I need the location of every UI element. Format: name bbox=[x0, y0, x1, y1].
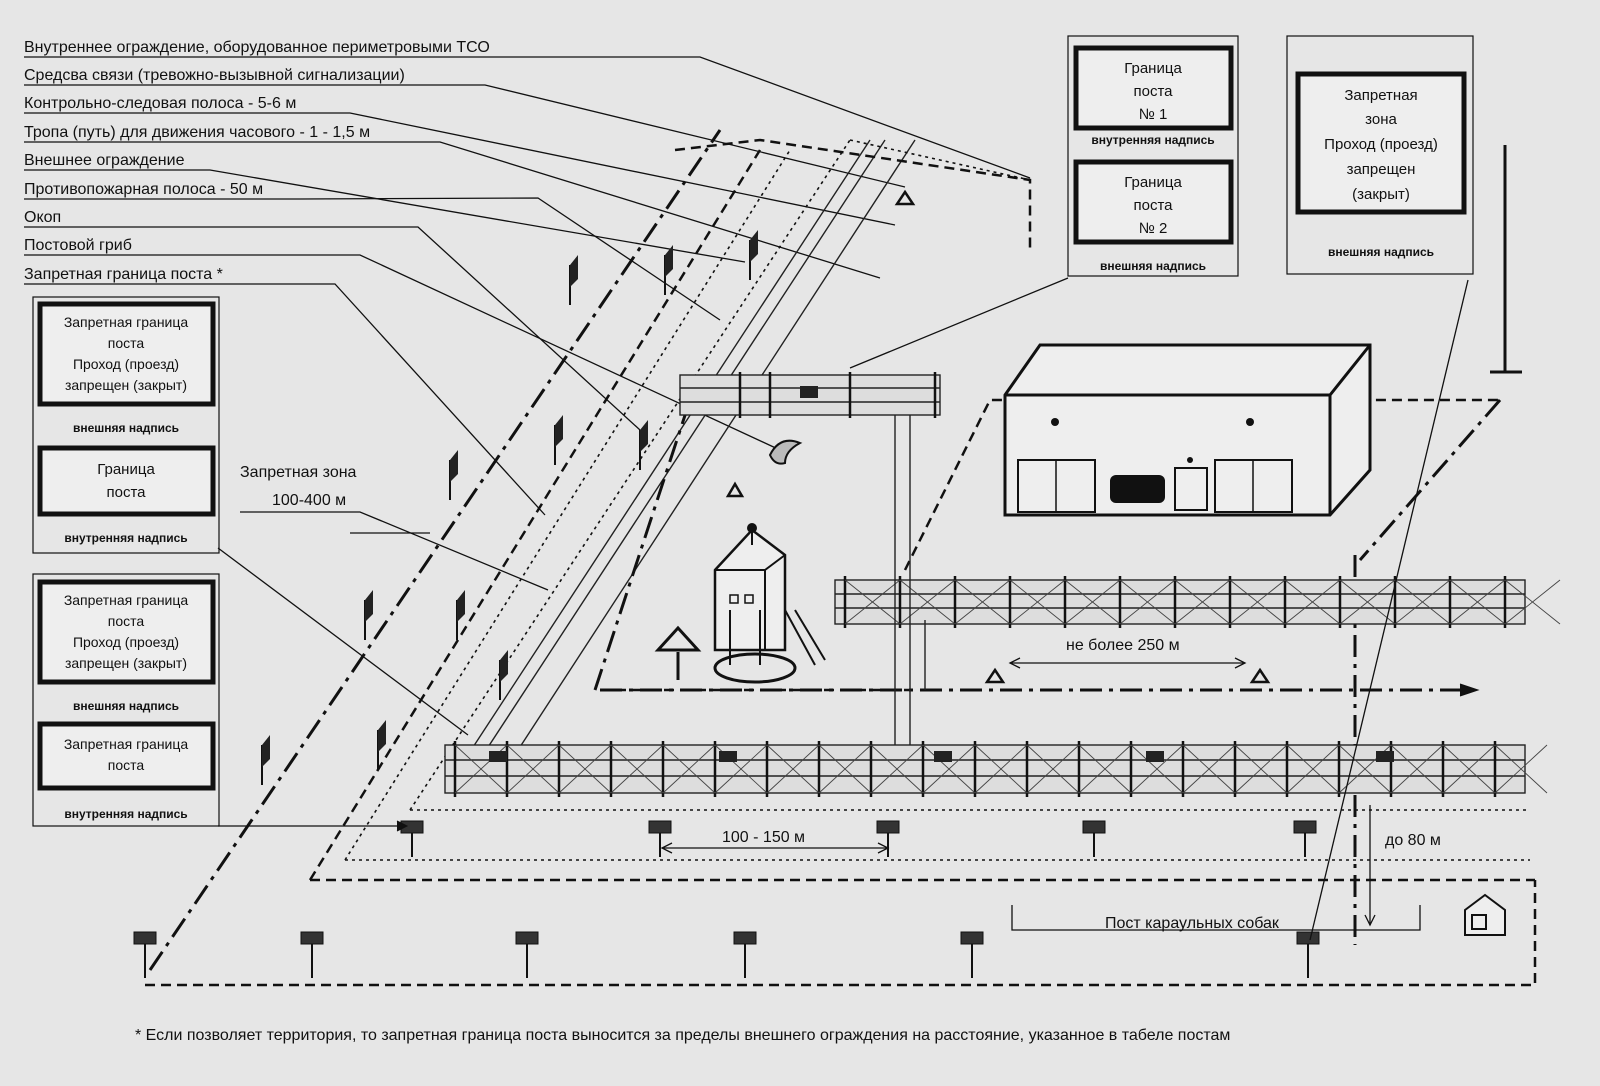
label-sentry-path: Тропа (путь) для движения часового - 1 -… bbox=[24, 124, 370, 141]
leader-labels: Внутреннее ограждение, оборудованное пер… bbox=[24, 39, 490, 283]
pennant-flag bbox=[570, 255, 578, 287]
sign-left1-line3: Проход (проезд) bbox=[73, 356, 179, 372]
dim-max250: не более 250 м bbox=[1066, 637, 1180, 654]
dim-up-to80: до 80 м bbox=[1385, 832, 1441, 849]
fence-sensor bbox=[1146, 751, 1164, 762]
warning-triangle-icon bbox=[654, 625, 702, 680]
pennant-flag bbox=[450, 450, 458, 482]
sign-group-left-2: Запретная граница поста Проход (проезд) … bbox=[32, 573, 220, 827]
sign-left3-line4: запрещен (закрыт) bbox=[65, 655, 187, 671]
antenna-mast-icon bbox=[1490, 145, 1522, 374]
pennant-flag bbox=[457, 590, 465, 622]
plate-sign bbox=[733, 931, 757, 945]
sign-post2-line3: № 2 bbox=[1139, 220, 1168, 237]
fence-top bbox=[679, 372, 941, 418]
small-triangle-markers bbox=[725, 189, 1271, 684]
plate-sign bbox=[960, 931, 984, 945]
fence-middle bbox=[834, 576, 1561, 628]
sign-post1-caption: внутренняя надпись bbox=[1091, 133, 1214, 147]
sign-zone-line3: Проход (проезд) bbox=[1324, 136, 1438, 153]
fence-sensor bbox=[719, 751, 737, 762]
sign-post1-line1: Граница bbox=[1124, 60, 1182, 77]
plate-sign bbox=[648, 820, 672, 834]
dim-zone-line1: Запретная зона bbox=[240, 464, 357, 481]
leader-lines bbox=[24, 56, 1031, 516]
sign-left1-line1: Запретная граница bbox=[64, 314, 189, 330]
dim-range100-150: 100 - 150 м bbox=[722, 829, 805, 846]
sign-left1-line2: поста bbox=[108, 335, 145, 351]
perimeter-lines bbox=[145, 129, 1537, 987]
sign-left4-line2: поста bbox=[108, 757, 145, 773]
sign-post1-line3: № 1 bbox=[1139, 106, 1168, 123]
sign-group-left-1: Запретная граница поста Проход (проезд) … bbox=[32, 296, 220, 554]
label-post-mushroom: Постовой гриб bbox=[24, 237, 132, 254]
plate-sign bbox=[300, 931, 324, 945]
pennant-flag bbox=[750, 230, 758, 262]
label-communication: Средсва связи (тревожно-вызывной сигнали… bbox=[24, 67, 405, 84]
dim-zone-line2: 100-400 м bbox=[272, 492, 346, 509]
label-forbidden-border: Запретная граница поста * bbox=[24, 266, 223, 283]
sign-left2-line2: поста bbox=[106, 484, 146, 501]
sign-group-top-middle: Граница поста № 1 внутренняя надпись Гра… bbox=[1067, 35, 1239, 277]
plate-sign bbox=[133, 931, 157, 945]
pennant-flag bbox=[665, 245, 673, 277]
sign-left3-line2: поста bbox=[108, 613, 145, 629]
label-fire-strip: Противопожарная полоса - 50 м bbox=[24, 181, 263, 198]
sign-post2-caption: внешняя надпись bbox=[1100, 259, 1206, 273]
fence-bottom bbox=[444, 741, 1548, 797]
fence-sensor bbox=[489, 751, 507, 762]
sign-post2-line2: поста bbox=[1133, 197, 1173, 214]
label-inner-fence: Внутреннее ограждение, оборудованное пер… bbox=[24, 39, 490, 56]
sign-left3-caption: внешняя надпись bbox=[73, 699, 179, 713]
label-outer-fence: Внешнее ограждение bbox=[24, 152, 185, 169]
plate-sign bbox=[1296, 931, 1320, 945]
guarded-building bbox=[1003, 343, 1372, 517]
sign-zone-line4: запрещен bbox=[1347, 161, 1416, 178]
label-control-strip: Контрольно-следовая полоса - 5-6 м bbox=[24, 95, 296, 112]
sign-post1-line2: поста bbox=[1133, 83, 1173, 100]
sign-zone-line5: (закрыт) bbox=[1352, 186, 1410, 203]
sign-left2-caption: внутренняя надпись bbox=[64, 531, 187, 545]
sign-post2-line1: Граница bbox=[1124, 174, 1182, 191]
sign-left1-caption: внешняя надпись bbox=[73, 421, 179, 435]
pennant-flag bbox=[365, 590, 373, 622]
pennant-signs bbox=[261, 230, 758, 785]
sign-left4-caption: внутренняя надпись bbox=[64, 807, 187, 821]
trench-icon bbox=[768, 439, 803, 465]
sign-zone-caption: внешняя надпись bbox=[1328, 245, 1434, 259]
pennant-flag bbox=[500, 650, 508, 682]
pennant-flag bbox=[555, 415, 563, 447]
pennant-flag bbox=[640, 420, 648, 452]
fence-connector bbox=[894, 415, 926, 745]
fence-sensor bbox=[1376, 751, 1394, 762]
dimension-annotations: Запретная зона 100-400 м не более 250 м … bbox=[217, 277, 1469, 941]
plate-sign bbox=[515, 931, 539, 945]
sign-left4-line1: Запретная граница bbox=[64, 736, 189, 752]
plate-sign bbox=[876, 820, 900, 834]
sign-zone-line1: Запретная bbox=[1344, 87, 1417, 104]
plate-sign bbox=[1082, 820, 1106, 834]
sign-left3-line3: Проход (проезд) bbox=[73, 634, 179, 650]
label-trench: Окоп bbox=[24, 209, 61, 226]
sign-zone-line2: зона bbox=[1365, 111, 1397, 128]
sign-group-top-right: Запретная зона Проход (проезд) запрещен … bbox=[1286, 35, 1474, 275]
dog-kennel-icon bbox=[1464, 893, 1506, 936]
footnote: * Если позволяет территория, то запретна… bbox=[135, 1027, 1230, 1044]
plate-sign bbox=[1293, 820, 1317, 834]
sign-left3-line1: Запретная граница bbox=[64, 592, 189, 608]
pennant-flag bbox=[378, 720, 386, 752]
sign-left2-line1: Граница bbox=[97, 461, 155, 478]
sign-left1-line4: запрещен (закрыт) bbox=[65, 377, 187, 393]
sentry-tower bbox=[713, 523, 826, 684]
pennant-flag bbox=[262, 735, 270, 767]
dim-dog-post: Пост караульных собак bbox=[1105, 915, 1280, 932]
fence-sensor bbox=[934, 751, 952, 762]
plate-signs bbox=[133, 820, 1320, 978]
